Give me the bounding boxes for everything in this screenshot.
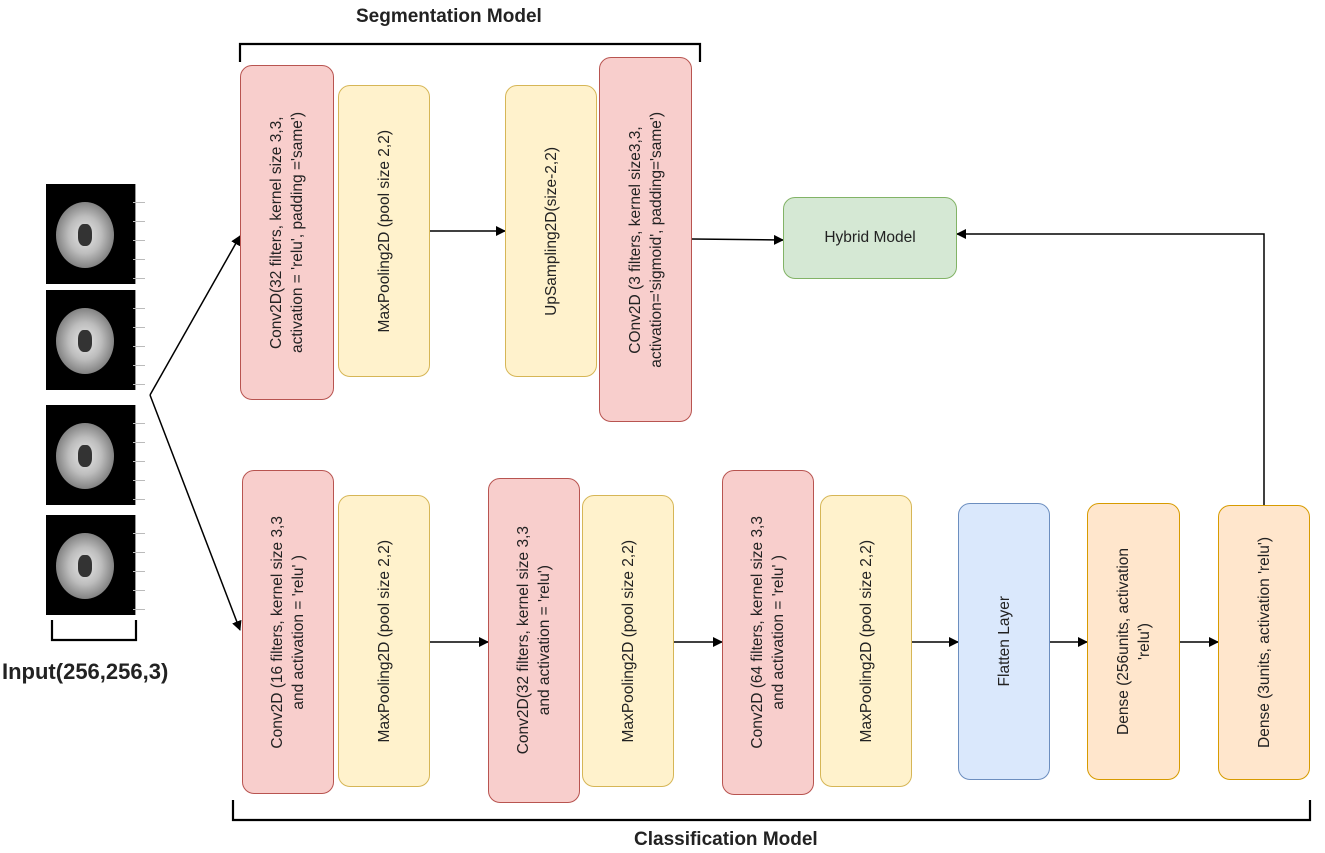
cls-maxpooling-3-label: MaxPooling2D (pool size 2,2) <box>857 539 875 743</box>
classification-model-title: Classification Model <box>634 829 818 850</box>
input-bracket <box>50 620 138 642</box>
cls-conv2d-64-label: Conv2D (64 filters, kernel size 3,3 and … <box>749 516 787 749</box>
input-to-segmentation-arrow <box>149 235 241 396</box>
dense-3-label: Dense (3units, activation 'relu') <box>1255 537 1273 748</box>
dense-to-hybrid-arrow <box>956 229 1265 505</box>
dense-3-block: Dense (3units, activation 'relu') <box>1218 505 1310 780</box>
input-label: Input(256,256,3) <box>2 659 169 684</box>
seg-maxpooling-block: MaxPooling2D (pool size 2,2) <box>338 85 430 377</box>
dense-256-label: Dense (256units, activation 'relu') <box>1114 548 1153 735</box>
cls-conv2d-32-label: Conv2D(32 filters, kernel size 3,3 and a… <box>515 526 553 755</box>
mri-slice-image <box>46 290 145 390</box>
cls-maxpooling-1-block: MaxPooling2D (pool size 2,2) <box>338 495 430 787</box>
mri-slice-image <box>46 405 145 505</box>
seg-conv2d-block: Conv2D(32 filters, kernel size 3,3, acti… <box>240 65 334 400</box>
seg-output-conv2d-block: COnv2D (3 filters, kernel size3,3, activ… <box>599 57 692 422</box>
cls-maxpooling-1-label: MaxPooling2D (pool size 2,2) <box>375 539 393 743</box>
segmentation-model-title: Segmentation Model <box>356 6 542 27</box>
seg-upsampling-block: UpSampling2D(size-2,2) <box>505 85 597 377</box>
seg-arrow-2 <box>691 234 784 245</box>
flatten-layer-block: Flatten Layer <box>958 503 1050 780</box>
seg-output-conv2d-label: COnv2D (3 filters, kernel size3,3, activ… <box>626 111 665 368</box>
seg-maxpooling-label: MaxPooling2D (pool size 2,2) <box>375 129 393 333</box>
hybrid-model-block: Hybrid Model <box>783 197 957 279</box>
cls-conv2d-16-block: Conv2D (16 filters, kernel size 3,3 and … <box>242 470 334 794</box>
cls-conv2d-64-block: Conv2D (64 filters, kernel size 3,3 and … <box>722 470 814 795</box>
cls-maxpooling-3-block: MaxPooling2D (pool size 2,2) <box>820 495 912 787</box>
classification-bracket <box>231 800 1312 822</box>
hybrid-model-label: Hybrid Model <box>824 229 916 246</box>
cls-conv2d-32-block: Conv2D(32 filters, kernel size 3,3 and a… <box>488 478 580 803</box>
segmentation-bracket <box>238 42 702 62</box>
seg-upsampling-label: UpSampling2D(size-2,2) <box>542 146 560 316</box>
flatten-layer-label: Flatten Layer <box>995 596 1013 687</box>
input-to-classification-arrow <box>149 394 242 631</box>
cls-maxpooling-2-block: MaxPooling2D (pool size 2,2) <box>582 495 674 787</box>
seg-conv2d-label: Conv2D(32 filters, kernel size 3,3, acti… <box>268 111 306 354</box>
mri-slice-image <box>46 184 145 284</box>
mri-slice-image <box>46 515 145 615</box>
cls-maxpooling-2-label: MaxPooling2D (pool size 2,2) <box>619 539 637 743</box>
cls-conv2d-16-label: Conv2D (16 filters, kernel size 3,3 and … <box>269 515 307 749</box>
dense-256-block: Dense (256units, activation 'relu') <box>1087 503 1180 780</box>
